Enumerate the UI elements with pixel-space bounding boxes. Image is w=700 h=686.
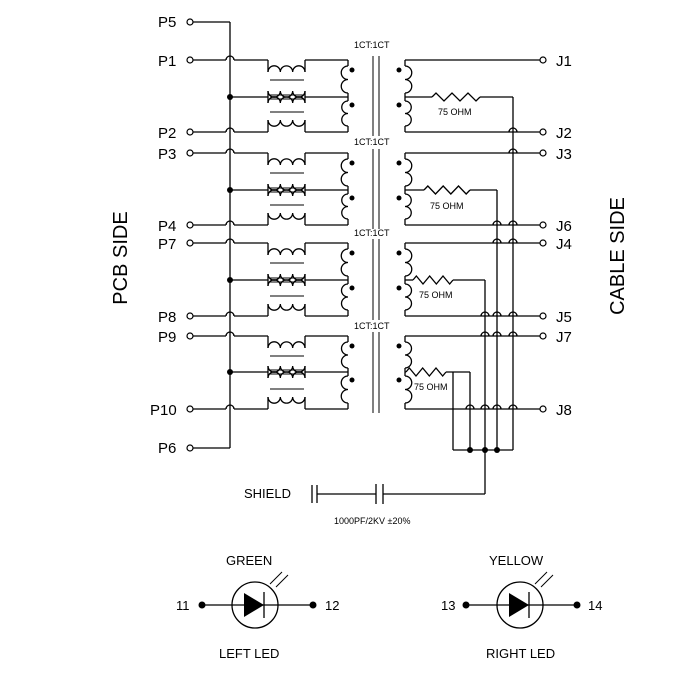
resistor-label-3: 75 OHM: [419, 290, 453, 300]
right-led-pin-b: 14: [588, 598, 602, 613]
pin-label-j7: J7: [556, 329, 572, 346]
pin-label-p1: P1: [158, 53, 176, 70]
diode-icon: [509, 593, 529, 617]
led-body: [231, 581, 279, 629]
pcb-side-label: PCB SIDE: [110, 211, 132, 304]
pin-label-j2: J2: [556, 125, 572, 142]
cable-pins: J1 J2 J3 J6 J4 J5 J7 J8: [556, 53, 572, 419]
pin-label-p6: P6: [158, 440, 176, 457]
ratio-label-4: 1CT:1CT: [354, 321, 390, 331]
left-led-pin-b: 12: [325, 598, 339, 613]
pin-label-j6: J6: [556, 218, 572, 235]
pin-label-j8: J8: [556, 402, 572, 419]
left-led-label: LEFT LED: [219, 646, 279, 661]
diode-icon: [244, 593, 264, 617]
transformer-channels: [186, 18, 547, 452]
pin-label-p7: P7: [158, 236, 176, 253]
pin-label-j5: J5: [556, 309, 572, 326]
pin-label-p10: P10: [150, 402, 177, 419]
left-led: GREEN 11 12 LEFT LED: [176, 553, 339, 661]
shield-label: SHIELD: [244, 486, 291, 501]
pin-label-p4: P4: [158, 218, 176, 235]
shield-capacitor: SHIELD 1000PF/2KV ±20%: [244, 450, 486, 526]
right-led-color: YELLOW: [489, 553, 544, 568]
ratio-label-2: 1CT:1CT: [354, 137, 390, 147]
right-led-label: RIGHT LED: [486, 646, 555, 661]
ratio-label-1: 1CT:1CT: [354, 40, 390, 50]
left-led-color: GREEN: [226, 553, 272, 568]
pin-label-j3: J3: [556, 146, 572, 163]
left-led-pin-a: 11: [176, 598, 190, 613]
ratio-label-3: 1CT:1CT: [354, 228, 390, 238]
resistor-label-4: 75 OHM: [414, 382, 448, 392]
right-led: YELLOW 13 14 RIGHT LED: [441, 553, 602, 661]
pin-label-p3: P3: [158, 146, 176, 163]
capacitor-rating: 1000PF/2KV ±20%: [334, 516, 411, 526]
pin-label-p5: P5: [158, 14, 176, 31]
cable-side-label: CABLE SIDE: [607, 197, 629, 315]
resistor-label-2: 75 OHM: [430, 201, 464, 211]
right-led-pin-a: 13: [441, 598, 455, 613]
pin-label-j1: J1: [556, 53, 572, 70]
led-body: [496, 581, 544, 629]
pin-label-p2: P2: [158, 125, 176, 142]
shield-bus: [453, 447, 513, 453]
pin-label-p8: P8: [158, 309, 176, 326]
pcb-pins: P5 P1 P2 P3 P4 P7 P8 P9 P10 P6: [150, 14, 177, 457]
pin-label-j4: J4: [556, 236, 572, 253]
resistor-label-1: 75 OHM: [438, 107, 472, 117]
pin-label-p9: P9: [158, 329, 176, 346]
